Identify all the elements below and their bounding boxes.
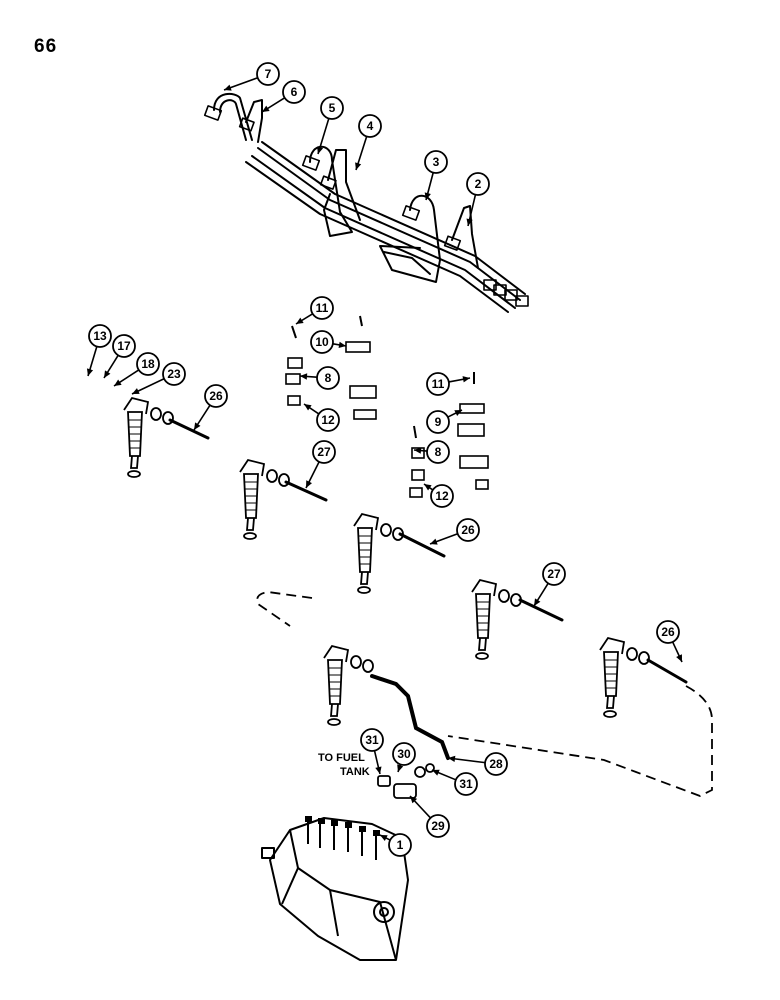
callout-number: 28 <box>489 757 503 771</box>
callout-number: 11 <box>432 377 445 391</box>
injector <box>353 512 404 594</box>
clamp-half-right <box>411 469 425 481</box>
callout-number: 8 <box>325 371 332 385</box>
callout-26: 26 <box>456 518 480 542</box>
leakoff-pipes <box>168 418 688 684</box>
overflow-pipe-28 <box>370 674 450 760</box>
callout-26: 26 <box>656 620 680 644</box>
clamp-plate-9 <box>459 403 485 414</box>
fuel-injection-pump <box>261 817 409 961</box>
clamp-half-right <box>411 447 425 459</box>
callout-10: 10 <box>310 330 334 354</box>
callout-leaders <box>86 77 683 841</box>
callout-17: 17 <box>112 334 136 358</box>
callout-number: 31 <box>365 733 379 747</box>
callout-27: 27 <box>312 440 336 464</box>
callout-1: 1 <box>388 833 412 857</box>
callout-9: 9 <box>426 410 450 434</box>
return-line-dashed <box>256 591 713 797</box>
callout-number: 30 <box>397 747 411 761</box>
callout-13: 13 <box>88 324 112 348</box>
callout-number: 18 <box>141 357 155 371</box>
callout-6: 6 <box>282 80 306 104</box>
callout-number: 13 <box>93 329 107 343</box>
callout-number: 2 <box>475 177 482 191</box>
injector <box>471 578 522 660</box>
pump-delivery-valves <box>305 816 380 836</box>
callout-number: 26 <box>461 523 475 537</box>
callout-31: 31 <box>454 772 478 796</box>
injector <box>323 644 374 726</box>
callout-23: 23 <box>162 362 186 386</box>
clamp-plate-12 <box>353 409 377 420</box>
callout-2: 2 <box>466 172 490 196</box>
clamp-plate-8b <box>459 455 489 469</box>
callout-30: 30 <box>392 742 416 766</box>
callout-12: 12 <box>316 408 340 432</box>
clamp-half-left <box>287 357 303 369</box>
callout-number: 12 <box>435 489 449 503</box>
clamp-spacer <box>287 395 301 406</box>
callout-29: 29 <box>426 814 450 838</box>
note-tank: TANK <box>340 766 370 778</box>
callout-number: 10 <box>315 335 329 349</box>
banjo-fitting <box>377 763 435 799</box>
callout-12: 12 <box>430 484 454 508</box>
callout-number: 7 <box>265 67 272 81</box>
injector <box>239 458 290 540</box>
clamp-spacer-right <box>409 487 423 498</box>
callout-28: 28 <box>484 752 508 776</box>
callout-number: 23 <box>167 367 181 381</box>
callout-number: 31 <box>459 777 473 791</box>
injection-lines-assembly <box>203 92 529 313</box>
callout-number: 27 <box>317 445 331 459</box>
clamp-half-left <box>285 373 301 385</box>
callout-number: 12 <box>321 413 335 427</box>
callout-18: 18 <box>136 352 160 376</box>
injector <box>123 396 174 478</box>
page-number: 66 <box>34 36 58 57</box>
clamp-plate-10 <box>345 341 371 353</box>
injectors-group <box>123 396 650 726</box>
callout-number: 29 <box>431 819 445 833</box>
note-to-fuel: TO FUEL <box>318 752 365 764</box>
callout-8: 8 <box>426 440 450 464</box>
callout-27: 27 <box>542 562 566 586</box>
callout-5: 5 <box>320 96 344 120</box>
callout-26: 26 <box>204 384 228 408</box>
injector <box>599 636 650 718</box>
callout-number: 26 <box>661 625 675 639</box>
callout-7: 7 <box>256 62 280 86</box>
callout-8: 8 <box>316 366 340 390</box>
callout-number: 17 <box>117 339 131 353</box>
clamp-plate-8-right <box>457 423 485 437</box>
clamp-spacer-right <box>475 479 489 490</box>
callout-31: 31 <box>360 728 384 752</box>
callout-number: 8 <box>435 445 442 459</box>
callout-3: 3 <box>424 150 448 174</box>
callout-11: 11 <box>310 296 334 320</box>
callout-number: 27 <box>547 567 561 581</box>
clamp-plate-8 <box>349 385 377 399</box>
callout-11: 11 <box>426 372 450 396</box>
callout-number: 6 <box>291 85 298 99</box>
callout-number: 5 <box>329 101 336 115</box>
callouts-group: 1234567889101111121213171823262626272728… <box>88 62 680 857</box>
callout-number: 26 <box>209 389 223 403</box>
clamp-hardware <box>285 315 489 498</box>
callout-4: 4 <box>358 114 382 138</box>
callout-number: 9 <box>435 415 442 429</box>
callout-number: 11 <box>316 301 329 315</box>
callout-number: 4 <box>367 119 374 133</box>
callout-number: 3 <box>433 155 440 169</box>
callout-number: 1 <box>397 838 404 852</box>
